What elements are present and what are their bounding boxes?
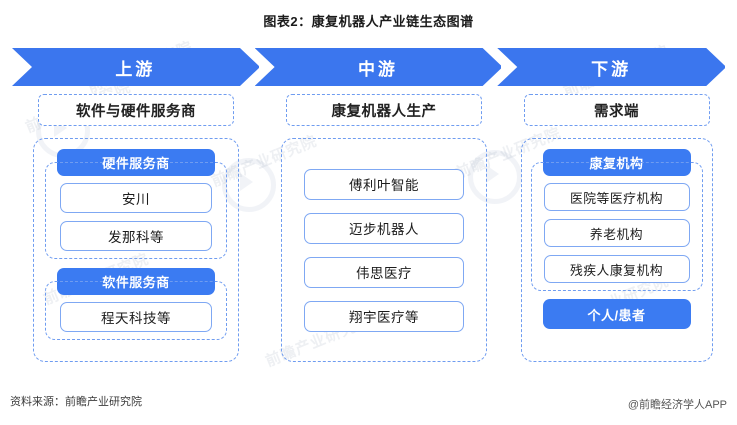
group-midstream-body: 傅利叶智能 迈步机器人 伟思医疗 翔宇医疗等	[281, 138, 487, 362]
subgroup-hardware-items: 安川 发那科等	[45, 162, 227, 259]
column-header-upstream: 软件与硬件服务商	[38, 94, 234, 126]
item-pill: 傅利叶智能	[304, 168, 464, 200]
item-pill: 伟思医疗	[304, 256, 464, 288]
item-pill: 翔宇医疗等	[304, 300, 464, 332]
item-pill: 发那科等	[60, 221, 212, 251]
columns-container: 软件与硬件服务商 硬件服务商 安川 发那科等 软件服务商 程天科技等 康复机器人…	[12, 94, 725, 384]
group-title-individual-patient: 个人/患者	[542, 299, 691, 329]
stage-banner-label: 下游	[591, 59, 632, 79]
stage-banner-label: 上游	[115, 59, 156, 79]
item-pill: 迈步机器人	[304, 212, 464, 244]
stage-banner-midstream: 中游	[254, 48, 502, 86]
group-upstream-body: 硬件服务商 安川 发那科等 软件服务商 程天科技等	[33, 138, 239, 362]
source-note: 资料来源：前瞻产业研究院	[10, 396, 142, 408]
stage-banner-upstream: 上游	[12, 48, 259, 86]
column-header-midstream: 康复机器人生产	[286, 94, 482, 126]
item-pill: 养老机构	[543, 219, 690, 247]
page-title: 图表2：康复机器人产业链生态图谱	[263, 14, 474, 29]
column-header-downstream: 需求端	[523, 94, 710, 126]
item-pill: 残疾人康复机构	[543, 255, 690, 283]
column-midstream: 康复机器人生产 傅利叶智能 迈步机器人 伟思医疗 翔宇医疗等	[260, 94, 508, 384]
item-pill: 程天科技等	[60, 302, 212, 332]
stage-banner-row: 上游 中游 下游	[12, 48, 725, 86]
item-pill: 医院等医疗机构	[543, 183, 690, 211]
stage-banner-downstream: 下游	[497, 48, 725, 86]
column-downstream: 需求端 康复机构 医院等医疗机构 养老机构 残疾人康复机构 个人/患者	[508, 94, 725, 384]
attribution-note: @前瞻经济学人APP	[627, 399, 727, 411]
subgroup-rehab-items: 医院等医疗机构 养老机构 残疾人康复机构	[530, 162, 703, 291]
item-pill: 安川	[60, 183, 212, 213]
column-upstream: 软件与硬件服务商 硬件服务商 安川 发那科等 软件服务商 程天科技等	[12, 94, 260, 384]
subgroup-software-items: 程天科技等	[45, 281, 227, 340]
stage-banner-label: 中游	[357, 59, 398, 79]
group-downstream-body: 康复机构 医院等医疗机构 养老机构 残疾人康复机构 个人/患者	[520, 138, 713, 362]
